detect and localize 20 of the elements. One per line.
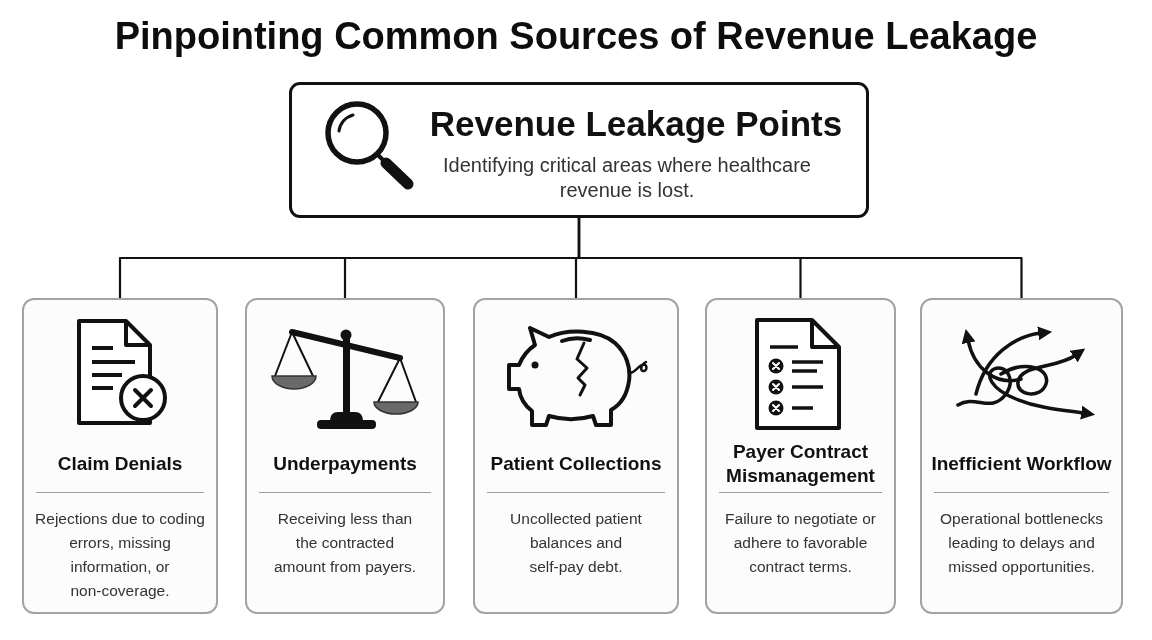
card-heading: Underpayments xyxy=(273,452,417,476)
card-description: Operational bottlenecks leading to delays and missed opportunities. xyxy=(939,509,1104,577)
card-heading: Payer Contract Mismanagement xyxy=(725,440,876,488)
category-card xyxy=(245,298,445,614)
box-description: Identifying critical areas where healthcare revenue is lost. xyxy=(442,153,812,203)
category-card xyxy=(920,298,1123,614)
category-card xyxy=(473,298,679,614)
diagram-title: Pinpointing Common Sources of Revenue Leakage xyxy=(114,14,1038,59)
box-heading: Revenue Leakage Points xyxy=(429,104,843,144)
card-description: Uncollected patient balances and self-pay debt. xyxy=(509,509,643,577)
card-heading: Inefficient Workflow xyxy=(931,452,1112,476)
card-heading: Patient Collections xyxy=(490,452,662,476)
summary-box xyxy=(289,82,869,218)
category-card xyxy=(22,298,218,614)
card-heading: Claim Denials xyxy=(57,452,183,476)
category-card xyxy=(705,298,896,614)
card-description: Receiving less than the contracted amount from payers. xyxy=(272,509,418,577)
card-description: Failure to negotiate or adhere to favorable contract terms. xyxy=(724,509,877,577)
card-description: Rejections due to coding errors, missing information, or non-coverage. xyxy=(34,509,206,601)
connector-line xyxy=(577,218,1023,298)
